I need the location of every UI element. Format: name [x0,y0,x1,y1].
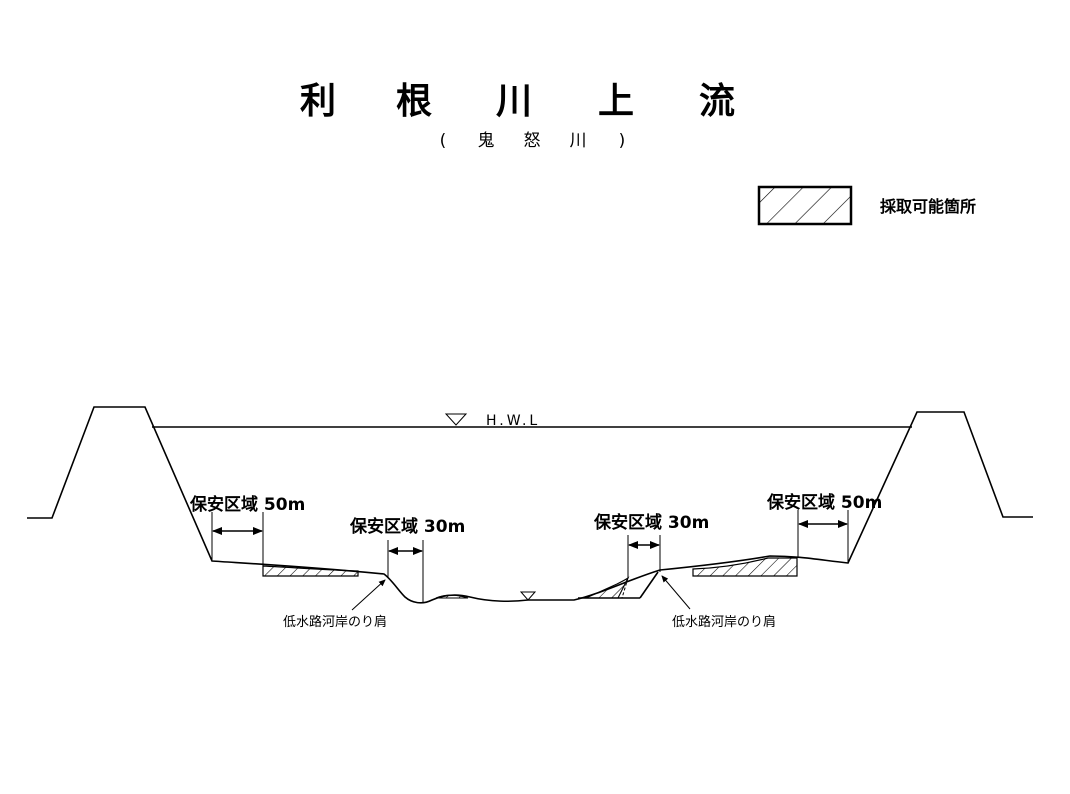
note-right-leader-arrow [661,575,691,610]
note-left-label: 低水路河岸のり肩 [283,614,387,630]
right-bank-dashed-line [621,577,629,599]
title-char-2: 根 [396,81,432,122]
extraction-area-right-floodplain [692,557,798,577]
subtitle-char-1: 鬼 [478,131,495,151]
subtitle-open-paren: ( [440,131,447,151]
diagram-title: 利 根 川 上 流 [300,81,735,122]
subtitle-close-paren: ) [619,131,626,151]
zone-left-outer: 保安区域 50m [189,494,305,566]
note-right: 低水路河岸のり肩 [661,575,776,630]
note-left-leader-arrow [351,579,386,611]
note-left: 低水路河岸のり肩 [283,579,387,630]
hwl-label: H.W.L [486,413,540,429]
diagram-subtitle: ( 鬼 怒 川 ) [440,131,626,151]
title-char-3: 川 [496,81,532,122]
zone-right-inner-label: 保安区域 30m [593,512,709,533]
zone-right-outer: 保安区域 50m [766,492,882,563]
legend-label: 採取可能箇所 [880,197,976,216]
right-bank-slope [639,571,659,599]
title-char-4: 上 [598,81,634,122]
terrain-profile [27,406,1033,604]
legend: 採取可能箇所 [757,185,976,226]
subtitle-char-3: 川 [570,131,587,151]
title-char-1: 利 [300,81,336,122]
zone-left-inner: 保安区域 30m [349,516,465,602]
subtitle-char-2: 怒 [524,131,541,151]
zone-right-inner: 保安区域 30m [593,512,709,578]
legend-swatch-hatched [757,185,853,226]
zone-left-inner-label: 保安区域 30m [349,516,465,537]
title-char-5: 流 [699,81,735,122]
hwl-marker-icon [444,413,468,426]
zone-left-outer-label: 保安区域 50m [189,494,305,515]
zone-right-outer-label: 保安区域 50m [766,492,882,513]
note-right-label: 低水路河岸のり肩 [672,614,776,630]
low-water-marker-icon [519,591,537,601]
